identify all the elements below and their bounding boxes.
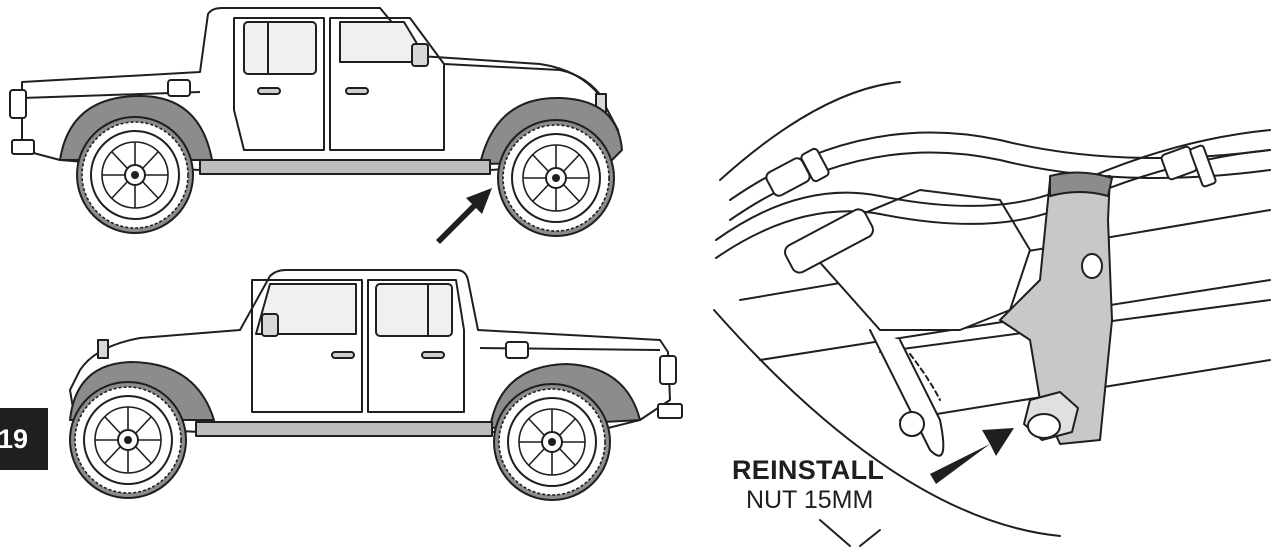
callout-detail: NUT 15MM <box>746 486 874 515</box>
step-number-badge: 19 <box>0 408 48 470</box>
step-number: 19 <box>0 423 29 454</box>
instruction-callout: REINSTALL NUT 15MM <box>732 455 932 515</box>
wheel-front-bottom <box>69 381 187 499</box>
callout-action: REINSTALL <box>732 455 885 485</box>
detail-view <box>713 81 1271 547</box>
wheel-rear-top <box>76 116 194 234</box>
wheel-front-top <box>497 119 615 237</box>
arrow-icon <box>930 428 1014 484</box>
wheel-rear-bottom <box>493 383 611 501</box>
arrow-icon <box>436 188 492 244</box>
